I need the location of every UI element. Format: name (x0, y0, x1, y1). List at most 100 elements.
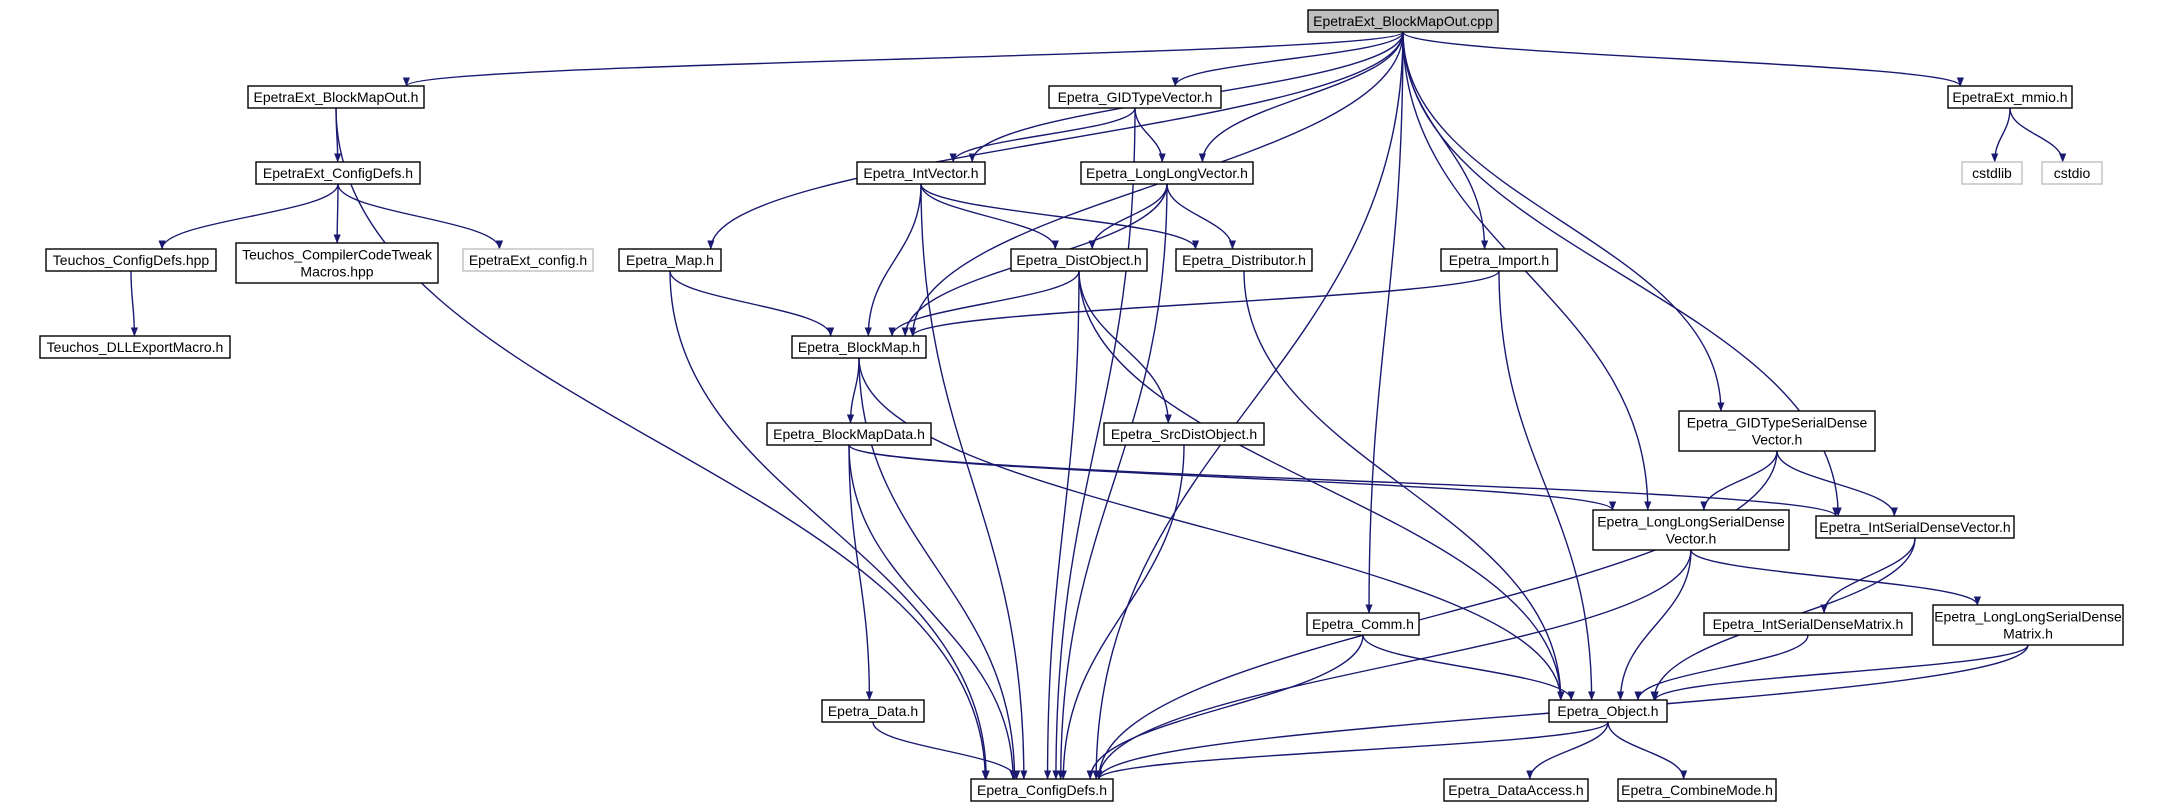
node-comm[interactable]: Epetra_Comm.h (1306, 612, 1420, 636)
edge-root-to-configdefs (1092, 31, 1404, 780)
node-teuchos-cfg[interactable]: Teuchos_ConfigDefs.hpp (45, 248, 217, 272)
node-label: EpetraExt_BlockMapOut.h (254, 89, 419, 105)
node-configdefs[interactable]: Epetra_ConfigDefs.h (970, 778, 1114, 802)
node-dataaccess[interactable]: Epetra_DataAccess.h (1443, 778, 1589, 802)
node-mmio[interactable]: EpetraExt_mmio.h (1947, 85, 2073, 109)
node-box (791, 335, 927, 359)
node-map[interactable]: Epetra_Map.h (618, 248, 722, 272)
edge-root-to-gidsdv (1402, 31, 1725, 412)
node-label: EpetraExt_BlockMapOut.cpp (1313, 13, 1493, 29)
node-gidvec[interactable]: Epetra_GIDTypeVector.h (1048, 85, 1222, 109)
edge-root-to-comm (1365, 31, 1404, 614)
edge-isdv-to-isdm (1820, 537, 1916, 614)
node-label: Vector.h (1752, 432, 1803, 448)
node-box (1932, 604, 2124, 646)
node-box (1947, 85, 2073, 109)
node-ext-config[interactable]: EpetraExt_config.h (462, 248, 594, 272)
edges (130, 31, 2067, 780)
node-label: EpetraExt_mmio.h (1952, 89, 2067, 105)
node-import[interactable]: Epetra_Import.h (1440, 248, 1558, 272)
node-label: Epetra_LongLongVector.h (1086, 165, 1248, 181)
edge-cfgdefs-ext-to-ext-config (337, 183, 504, 250)
node-cstdlib[interactable]: cstdlib (1961, 161, 2023, 185)
node-isdm[interactable]: Epetra_IntSerialDenseMatrix.h (1703, 612, 1913, 636)
node-blockmap[interactable]: Epetra_BlockMap.h (791, 335, 927, 359)
node-box (2041, 161, 2103, 185)
edge-distobj-to-blockmap (888, 270, 1080, 337)
node-isdv[interactable]: Epetra_IntSerialDenseVector.h (1815, 515, 2015, 539)
edge-teuchos-cfg-to-teuchos-dll (130, 270, 138, 337)
node-label: Epetra_IntVector.h (863, 165, 978, 181)
node-box (255, 161, 421, 185)
edge-bmdata-to-data (848, 444, 873, 701)
node-box (1961, 161, 2023, 185)
node-box (1703, 612, 1913, 636)
node-box (1815, 515, 2015, 539)
node-label: Epetra_Map.h (626, 252, 714, 268)
node-label: Epetra_LongLongSerialDense (1934, 609, 2122, 625)
node-label: Epetra_Import.h (1449, 252, 1549, 268)
node-label: Epetra_BlockMapData.h (773, 426, 925, 442)
node-object[interactable]: Epetra_Object.h (1548, 699, 1668, 723)
node-box (462, 248, 594, 272)
edge-comm-to-object (1362, 634, 1575, 701)
node-label: Epetra_SrcDistObject.h (1111, 426, 1257, 442)
nodes: EpetraExt_BlockMapOut.cppEpetraExt_Block… (39, 9, 2124, 802)
edge-import-to-object (1498, 270, 1596, 701)
node-intvec[interactable]: Epetra_IntVector.h (856, 161, 986, 185)
node-teuchos-dll[interactable]: Teuchos_DLLExportMacro.h (39, 335, 231, 359)
node-box (1617, 778, 1777, 802)
edge-comm-to-configdefs (1086, 634, 1364, 780)
node-label: Epetra_IntSerialDenseMatrix.h (1713, 616, 1904, 632)
node-label: Matrix.h (2003, 626, 2053, 642)
node-box (235, 242, 439, 284)
node-srcdist[interactable]: Epetra_SrcDistObject.h (1103, 422, 1265, 446)
node-label: Epetra_LongLongSerialDense (1597, 514, 1785, 530)
edge-cfgdefs-ext-to-teuchos-ctm (333, 183, 341, 244)
node-label: Epetra_GIDTypeSerialDense (1687, 415, 1868, 431)
node-root[interactable]: EpetraExt_BlockMapOut.cpp (1307, 9, 1499, 33)
edge-gidsdv-to-isdv (1776, 450, 1898, 517)
node-label: Epetra_CombineMode.h (1621, 782, 1773, 798)
node-label: EpetraExt_ConfigDefs.h (263, 165, 413, 181)
node-bmout-h[interactable]: EpetraExt_BlockMapOut.h (247, 85, 425, 109)
edge-gidvec-to-llvec (1134, 107, 1166, 163)
node-distributor[interactable]: Epetra_Distributor.h (1175, 248, 1313, 272)
edge-bmout-h-to-configdefs (335, 107, 989, 780)
node-combinemode[interactable]: Epetra_CombineMode.h (1617, 778, 1777, 802)
edge-bmdata-to-configdefs (848, 444, 1017, 780)
node-box (618, 248, 722, 272)
node-box (1678, 410, 1876, 452)
edge-blockmap-to-bmdata (846, 357, 860, 424)
node-box (1175, 248, 1313, 272)
edge-object-to-dataaccess (1526, 721, 1609, 780)
node-cstdio[interactable]: cstdio (2041, 161, 2103, 185)
edge-bmdata-to-isdv (848, 444, 1840, 517)
node-bmdata[interactable]: Epetra_BlockMapData.h (766, 422, 932, 446)
node-box (766, 422, 932, 446)
edge-intvec-to-configdefs (920, 183, 1028, 780)
edge-cfgdefs-ext-to-teuchos-cfg (158, 183, 339, 250)
edge-llsdv-to-llsdm (1690, 549, 1981, 606)
node-label: Epetra_ConfigDefs.h (977, 782, 1107, 798)
node-label: Teuchos_ConfigDefs.hpp (53, 252, 210, 268)
node-label: Teuchos_CompilerCodeTweak (242, 247, 433, 263)
node-label: Epetra_Object.h (1557, 703, 1658, 719)
node-label: Epetra_Data.h (828, 703, 918, 719)
edge-llvec-to-configdefs (1057, 183, 1168, 780)
node-box (1103, 422, 1265, 446)
node-cfgdefs-ext[interactable]: EpetraExt_ConfigDefs.h (255, 161, 421, 185)
node-box (821, 699, 925, 723)
node-label: Epetra_BlockMap.h (798, 339, 920, 355)
node-data[interactable]: Epetra_Data.h (821, 699, 925, 723)
node-box (970, 778, 1114, 802)
edge-object-to-combinemode (1607, 721, 1688, 780)
node-label: EpetraExt_config.h (469, 252, 587, 268)
edge-llsdv-to-object (1616, 549, 1692, 701)
node-distobj[interactable]: Epetra_DistObject.h (1010, 248, 1148, 272)
node-llvec[interactable]: Epetra_LongLongVector.h (1080, 161, 1254, 185)
